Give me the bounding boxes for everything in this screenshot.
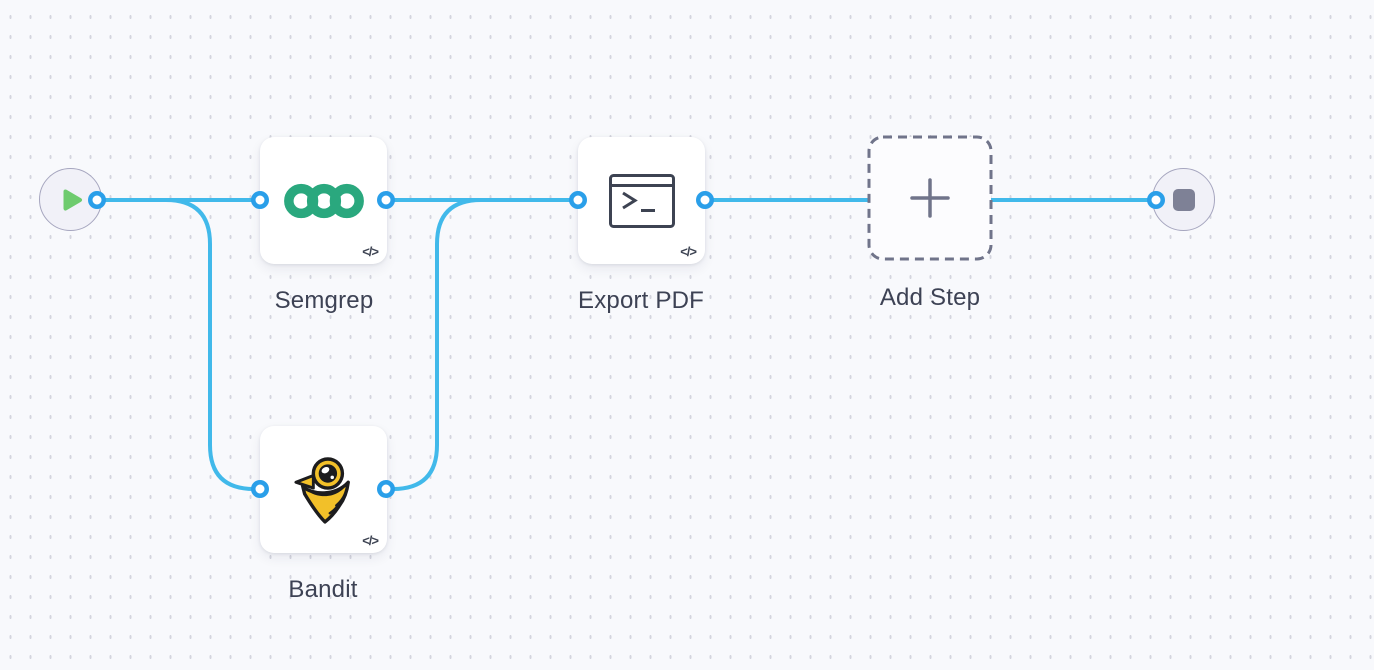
node-bandit[interactable]: </> bbox=[260, 426, 387, 553]
port-start-output[interactable] bbox=[88, 191, 106, 209]
bandit-logo-icon bbox=[293, 456, 350, 524]
port-bandit-input[interactable] bbox=[251, 480, 269, 498]
port-export-pdf-input[interactable] bbox=[569, 191, 587, 209]
node-label-semgrep: Semgrep bbox=[274, 287, 374, 314]
start-node[interactable] bbox=[39, 168, 102, 231]
port-semgrep-input[interactable] bbox=[251, 191, 269, 209]
terminal-icon bbox=[608, 173, 675, 228]
edge-start-bandit[interactable] bbox=[95, 198, 262, 491]
node-export-pdf[interactable]: </> bbox=[578, 137, 705, 264]
semgrep-logo-icon bbox=[283, 183, 364, 218]
node-label-bandit: Bandit bbox=[288, 576, 358, 603]
play-icon bbox=[63, 189, 82, 210]
code-badge: </> bbox=[362, 533, 379, 548]
node-semgrep[interactable]: </> bbox=[260, 137, 387, 264]
node-add-step[interactable] bbox=[867, 135, 993, 261]
add-step-dashed-box bbox=[867, 135, 993, 261]
port-bandit-output[interactable] bbox=[377, 480, 395, 498]
edge-bandit-exportpdf[interactable] bbox=[384, 198, 580, 491]
plus-icon bbox=[910, 178, 950, 218]
port-end-input[interactable] bbox=[1147, 191, 1165, 209]
port-export-pdf-output[interactable] bbox=[696, 191, 714, 209]
node-label-add-step: Add Step bbox=[879, 284, 981, 311]
port-semgrep-output[interactable] bbox=[377, 191, 395, 209]
stop-icon bbox=[1172, 188, 1195, 211]
code-badge: </> bbox=[680, 244, 697, 259]
code-badge: </> bbox=[362, 244, 379, 259]
node-label-export-pdf: Export PDF bbox=[577, 287, 705, 314]
